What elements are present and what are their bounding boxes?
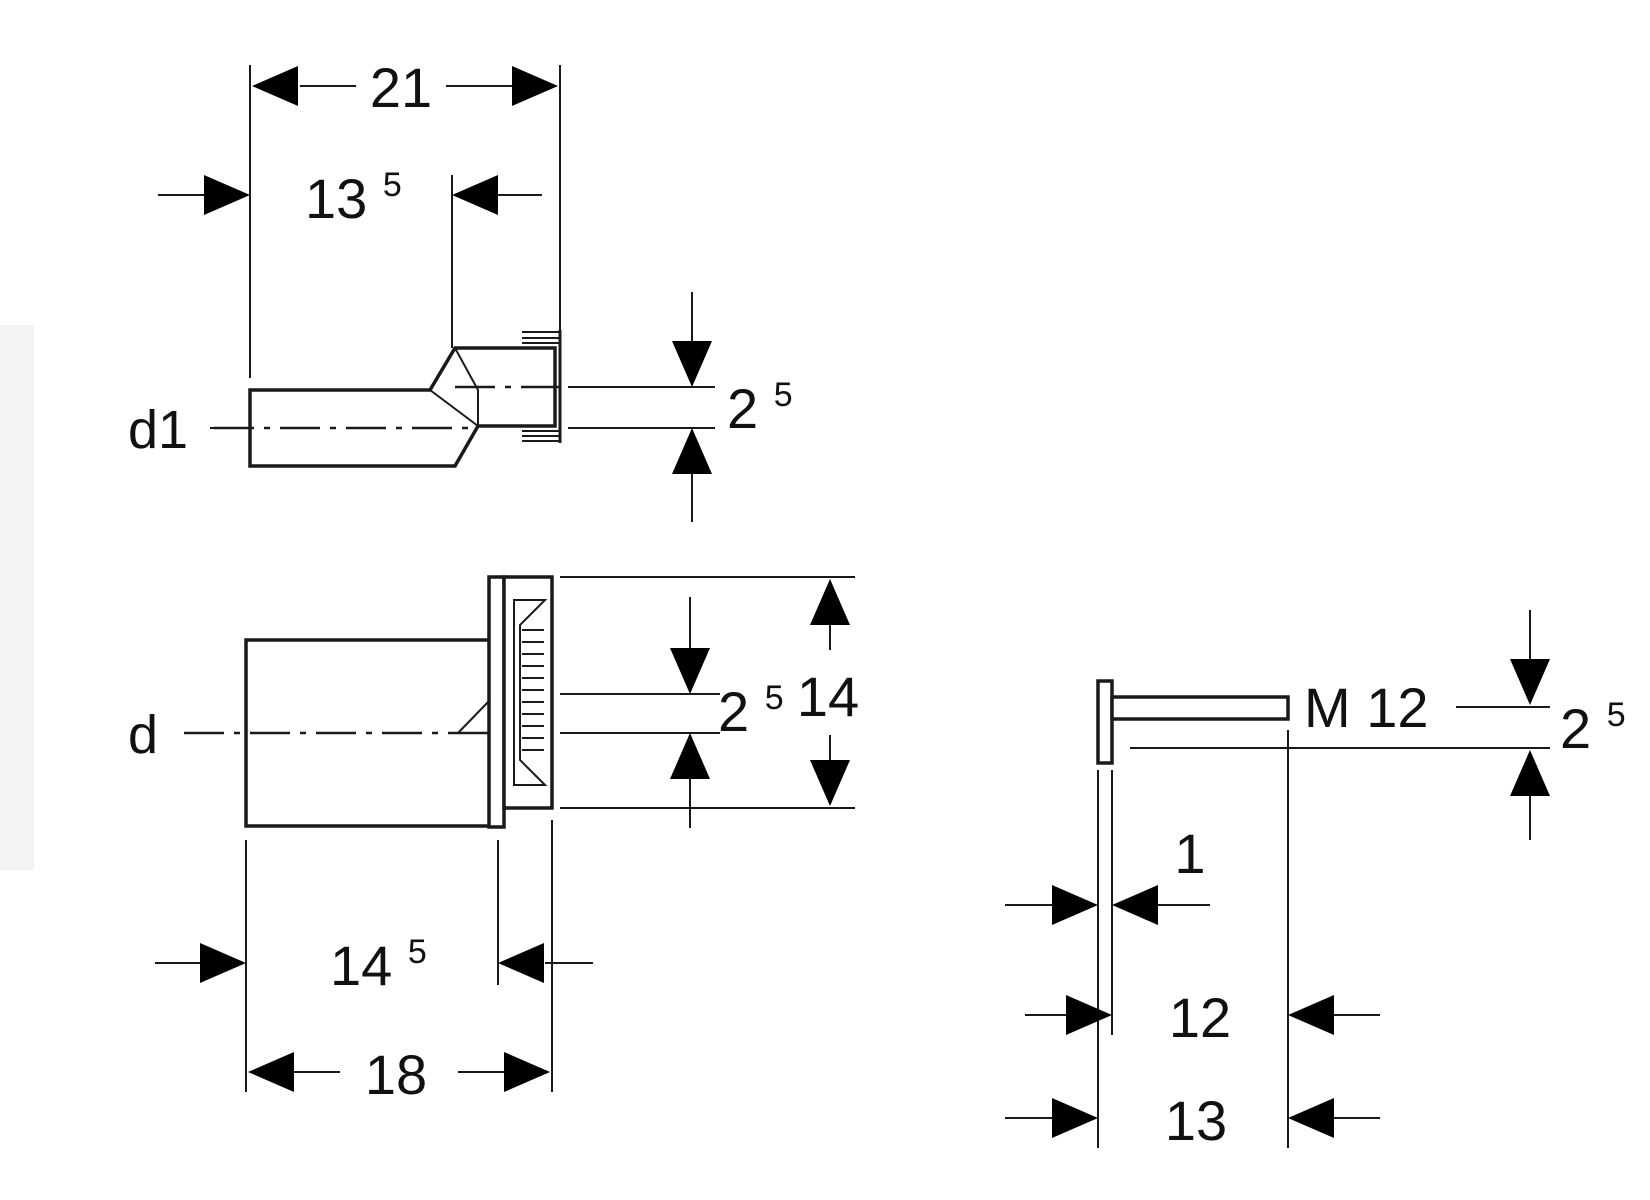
bolt-dim-head: 1 [1174, 822, 1205, 885]
top-dim-straight: 13 5 [305, 166, 402, 230]
arrow [1510, 750, 1550, 796]
mid-dim-offset: 2 5 [718, 679, 784, 743]
bolt-thread-label: M 12 [1304, 676, 1429, 739]
arrow [1510, 659, 1550, 705]
arrow [204, 175, 250, 215]
arrow [200, 943, 246, 983]
left-edge-strip [0, 325, 34, 870]
arrow [1288, 1098, 1334, 1138]
arrow [252, 66, 298, 106]
mid-flange [487, 575, 506, 829]
top-pipe-body [248, 346, 557, 468]
top-thread [522, 331, 560, 442]
bolt-dim-offset-base: 2 [1560, 697, 1591, 760]
arrow [1288, 995, 1334, 1035]
top-dim-offset: 2 5 [727, 376, 793, 440]
top-bend-edge-2 [429, 389, 479, 427]
mid-dim-inner-sup: 5 [408, 933, 427, 971]
top-bend-edge [454, 347, 479, 426]
arrow [1112, 885, 1158, 925]
arrow [1052, 1098, 1098, 1138]
arrow [672, 341, 712, 387]
mid-dim-offset-sup: 5 [765, 679, 784, 717]
arrow [452, 175, 498, 215]
top-dim-total: 21 [370, 56, 432, 119]
bolt-view: M 12 2 5 1 12 13 [1005, 610, 1626, 1152]
arrow [498, 943, 544, 983]
mid-dim-inner-base: 14 [330, 934, 392, 997]
mid-dim-total: 18 [365, 1043, 427, 1106]
arrow [672, 428, 712, 474]
bolt-shank [1110, 695, 1290, 721]
bolt-head [1096, 679, 1114, 765]
top-pipe-label: d1 [128, 400, 188, 460]
mid-dim-height: 14 [797, 665, 859, 728]
top-dim-straight-base: 13 [305, 167, 367, 230]
arrow [1066, 995, 1112, 1035]
arrow [1052, 885, 1098, 925]
top-dim-straight-sup: 5 [383, 166, 402, 204]
top-dim-offset-base: 2 [727, 377, 758, 440]
mid-seal [502, 575, 554, 810]
arrow [670, 733, 710, 779]
middle-view: 2 5 14 14 5 18 d [128, 575, 859, 1106]
arrow [810, 760, 850, 806]
bolt-dim-total: 13 [1165, 1089, 1227, 1152]
arrow [512, 66, 558, 106]
bolt-dim-offset: 2 5 [1560, 696, 1626, 760]
mid-pipe-label: d [128, 705, 158, 765]
bolt-dim-shank: 12 [1169, 986, 1231, 1049]
top-dim-offset-sup: 5 [774, 376, 793, 414]
arrow [248, 1052, 294, 1092]
bolt-dim-offset-sup: 5 [1607, 696, 1626, 734]
arrow [810, 579, 850, 625]
mid-axis-bend [457, 699, 491, 734]
top-view: 21 13 5 2 5 d1 [128, 56, 793, 522]
mid-seal-hatch [522, 629, 544, 751]
arrow [504, 1052, 550, 1092]
arrow [670, 648, 710, 694]
mid-seal-inner [513, 599, 548, 786]
mid-dim-inner: 14 5 [330, 933, 427, 997]
mid-dim-offset-base: 2 [718, 680, 749, 743]
